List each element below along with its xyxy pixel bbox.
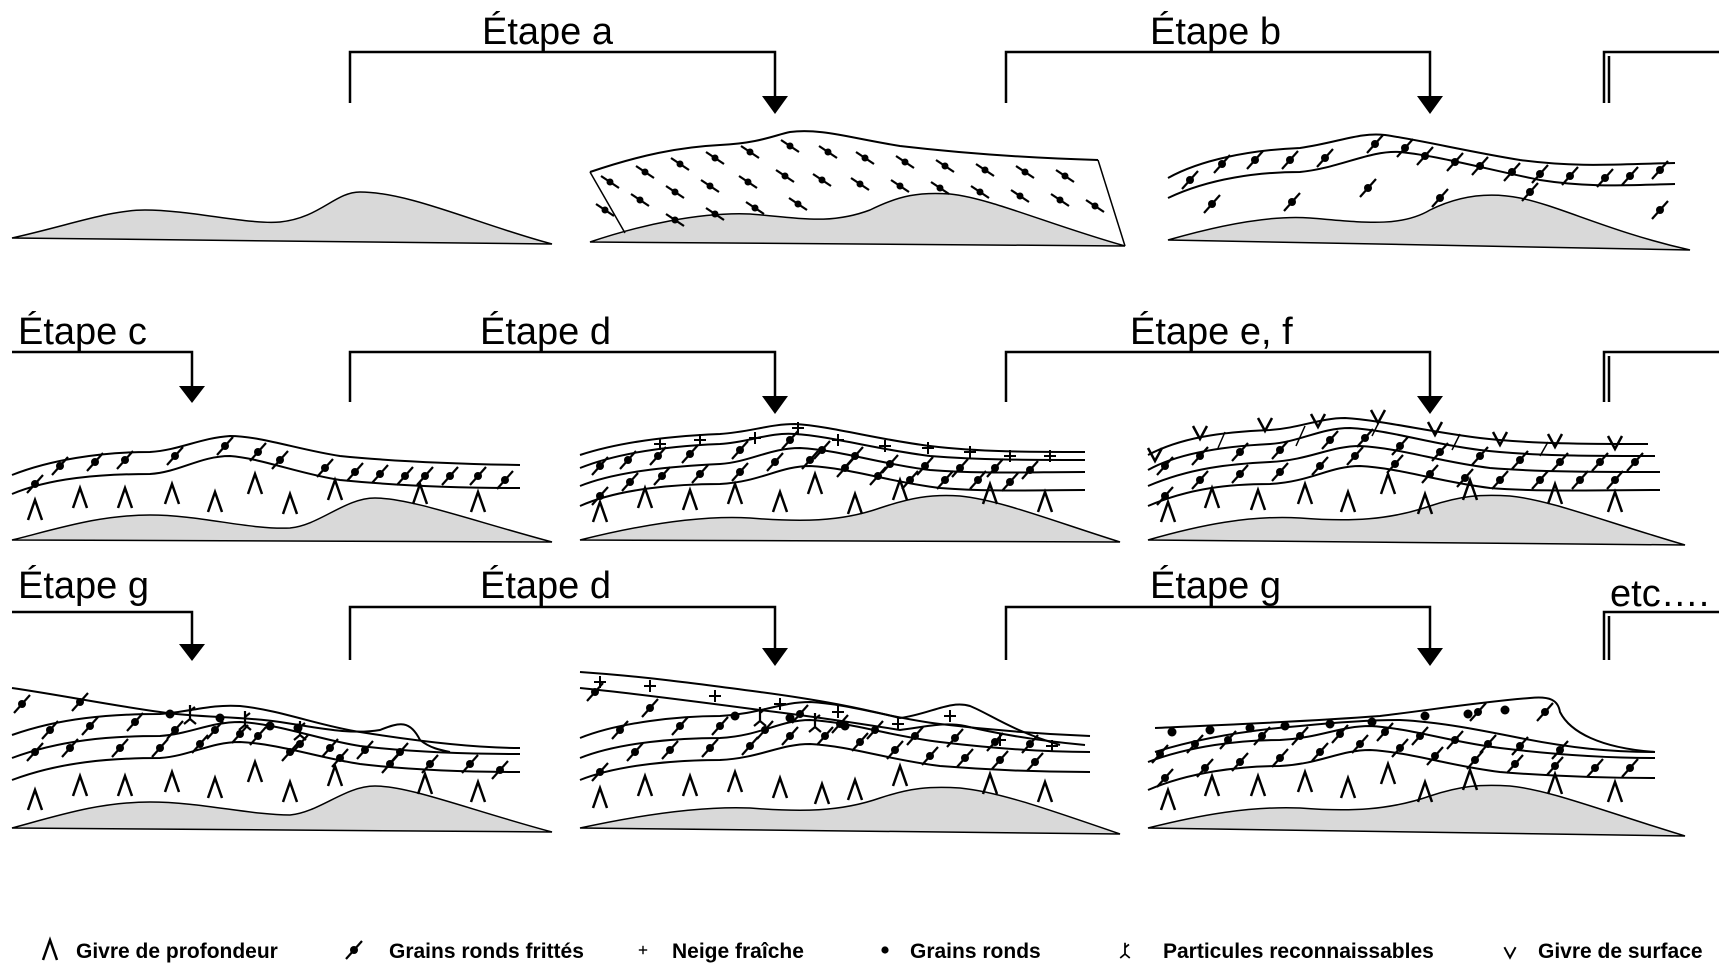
bracket-step-d <box>350 352 788 414</box>
surface-hoar-ef <box>1148 410 1622 461</box>
panel-step-ef <box>1148 410 1685 545</box>
legend: Givre de profondeur Grains ronds frittés… <box>43 940 1703 963</box>
step-d-label: Étape d <box>480 310 611 353</box>
step-c-label: Étape c <box>18 310 147 353</box>
bracket-row2-end <box>1604 352 1719 402</box>
sintered-grains-b <box>1182 135 1668 219</box>
bracket-step-g <box>12 612 205 661</box>
step-ef-label: Étape e, f <box>1130 310 1293 353</box>
sintered-rounds-icon <box>346 941 362 959</box>
panel-step-a <box>590 131 1125 246</box>
legend-surface-hoar-label: Givre de surface <box>1538 940 1703 963</box>
bracket-step-b <box>1006 52 1443 114</box>
legend-rounded-grains-label: Grains ronds <box>910 940 1041 963</box>
legend-item-surface-hoar: Givre de surface <box>1504 940 1702 963</box>
legend-item-fresh-snow: Neige fraîche <box>639 940 804 963</box>
depth-hoar-icon <box>43 940 57 960</box>
bracket-step-d2 <box>350 607 788 666</box>
sintered-grains-g <box>14 693 508 779</box>
sintered-grains-c <box>27 437 513 493</box>
panel-bare-ground <box>12 192 552 244</box>
legend-depth-hoar-label: Givre de profondeur <box>76 940 278 963</box>
legend-item-depth-hoar: Givre de profondeur <box>43 940 278 963</box>
step-a-label: Étape a <box>482 10 614 53</box>
legend-fresh-snow-label: Neige fraîche <box>672 940 804 963</box>
step-d2-label: Étape d <box>480 564 611 607</box>
bracket-step-a <box>350 52 788 114</box>
bracket-step-c <box>12 352 205 403</box>
legend-sintered-rounds-label: Grains ronds frittés <box>389 940 584 963</box>
panel-step-c <box>12 436 552 542</box>
sintered-grains-d2 <box>587 683 1043 781</box>
legend-item-recognizable-particles: Particules reconnaissables <box>1120 940 1434 963</box>
panel-step-d <box>580 422 1120 542</box>
fresh-snow-particles <box>596 140 1104 226</box>
step-g2-label: Étape g <box>1150 564 1281 607</box>
etc-label: etc…. <box>1610 573 1709 615</box>
legend-item-sintered-rounds: Grains ronds frittés <box>346 940 584 963</box>
panel-step-b <box>1168 134 1690 250</box>
panel-step-g2 <box>1148 698 1685 836</box>
step-g-label: Étape g <box>18 564 149 607</box>
fresh-snow-icon <box>639 946 647 954</box>
rounded-grains-icon <box>881 946 888 953</box>
panel-step-d2 <box>580 672 1120 834</box>
sintered-grains-g2 <box>1152 703 1638 787</box>
sintered-grains-ef <box>1157 429 1643 505</box>
bracket-row3-end <box>1604 612 1719 660</box>
bracket-row1-end <box>1604 52 1719 103</box>
bracket-step-g2 <box>1006 607 1443 666</box>
legend-item-rounded-grains: Grains ronds <box>881 940 1040 963</box>
bracket-step-ef <box>1006 352 1443 414</box>
panel-step-g <box>12 688 552 832</box>
legend-recognizable-particles-label: Particules reconnaissables <box>1163 940 1434 963</box>
recognizable-particles-icon <box>1120 943 1130 958</box>
surface-hoar-icon <box>1504 947 1515 957</box>
step-b-label: Étape b <box>1150 10 1281 53</box>
